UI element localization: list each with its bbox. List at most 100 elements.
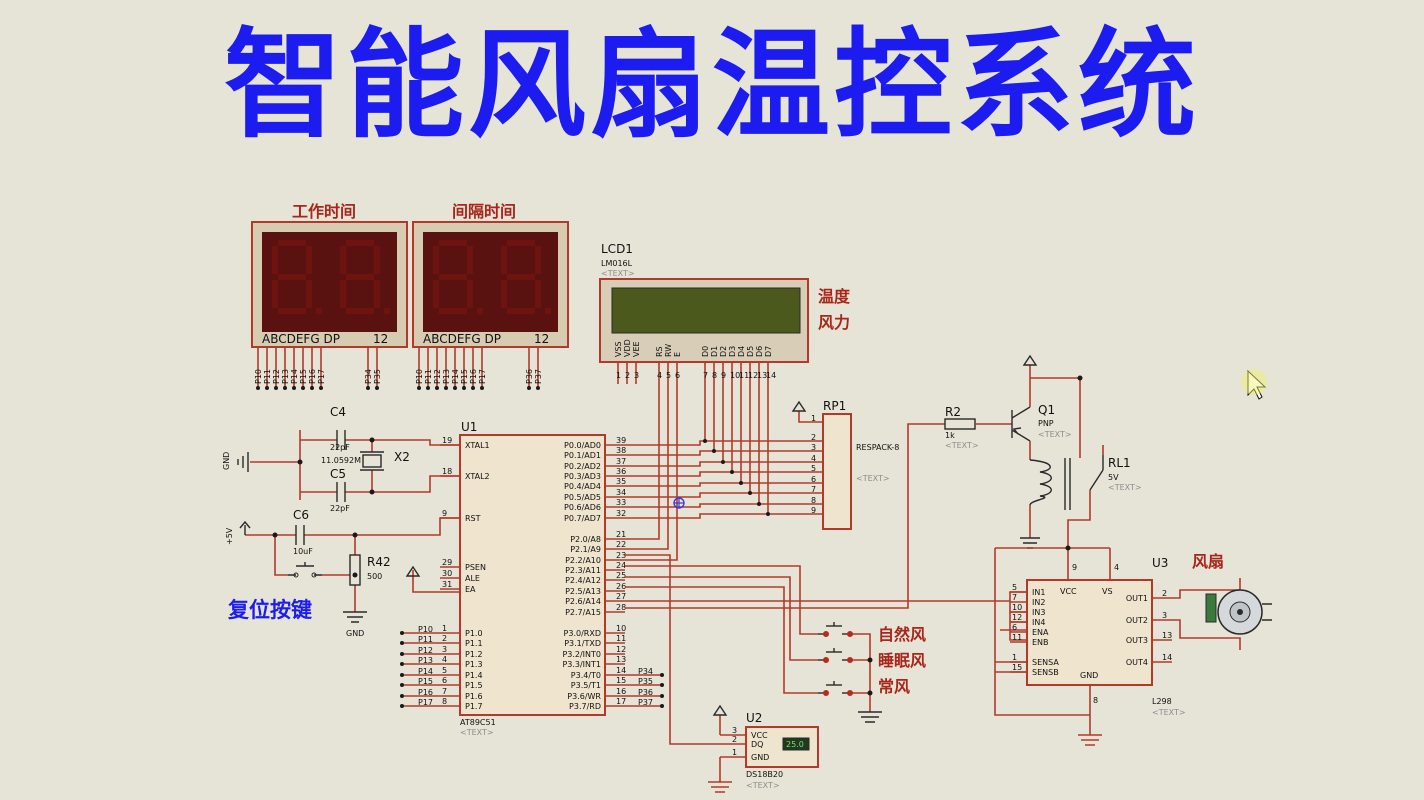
u3-pin-num: 10 xyxy=(1012,603,1022,612)
segment xyxy=(433,280,439,308)
u1-pin-name: RST xyxy=(465,514,481,523)
lcd-ref: LCD1 xyxy=(601,242,633,256)
u1-pin-num: 29 xyxy=(442,558,452,567)
segment xyxy=(306,246,312,274)
u1-pin-name: XTAL2 xyxy=(465,472,490,481)
u2-pin-name: DQ xyxy=(751,740,763,749)
segment xyxy=(374,280,380,308)
u3-pin-num: 4 xyxy=(1114,563,1119,572)
u1-pin-num: 8 xyxy=(442,697,447,706)
lcd-pin-name: D6 xyxy=(755,346,764,357)
rp1-pin-num: 3 xyxy=(811,443,816,452)
label-work-time: 工作时间 xyxy=(292,202,356,221)
segment xyxy=(501,280,507,308)
segment xyxy=(374,246,380,274)
p3-net-label: P36 xyxy=(638,688,653,697)
rp1-power-arrow xyxy=(791,400,807,412)
u2-pin-num: 3 xyxy=(732,726,737,735)
u3-pin-name: OUT1 xyxy=(1126,594,1148,603)
segment xyxy=(346,240,374,246)
mcu-at89c51 xyxy=(459,434,606,716)
ea-power-arrow xyxy=(405,565,421,577)
u1-pin-num: 5 xyxy=(442,666,447,675)
page-title: 智能风扇温控系统 xyxy=(223,16,1200,154)
segment xyxy=(272,280,278,308)
display-pin-names-work: ABCDEFG DP xyxy=(262,332,340,346)
u2-pin-num: 2 xyxy=(732,735,737,744)
junction xyxy=(703,439,707,443)
display-pin-label: P16 xyxy=(308,369,317,384)
u3-in-wires xyxy=(625,591,1027,613)
pin-terminal xyxy=(310,386,314,390)
u1-pin-num: 15 xyxy=(616,676,626,685)
p1-net-label: P14 xyxy=(418,667,433,676)
display-pin-label: P34 xyxy=(364,369,373,384)
pin-terminal xyxy=(435,386,439,390)
button-contact xyxy=(823,690,829,696)
u1-pin-name: P3.0/RXD xyxy=(564,629,601,638)
u1-pin-num: 31 xyxy=(442,580,452,589)
u3-wiring xyxy=(994,545,1111,746)
r42-value: 500 xyxy=(367,572,382,581)
lcd-module xyxy=(599,278,809,363)
pin-terminal xyxy=(480,386,484,390)
junction xyxy=(766,512,770,516)
label-fan: 风扇 xyxy=(1192,552,1224,571)
decimal-point xyxy=(545,308,551,314)
display-pin-label: P16 xyxy=(469,369,478,384)
u1-pin-num: 13 xyxy=(616,655,626,664)
gnd-label-reset: GND xyxy=(346,629,364,638)
display-pin-label: P13 xyxy=(281,369,290,384)
segment xyxy=(278,308,306,314)
probe-crosshair-icon xyxy=(673,497,685,509)
display-pin-label: P14 xyxy=(290,369,299,384)
display-pin-label: P14 xyxy=(451,369,460,384)
label-wind-power: 风力 xyxy=(818,313,850,332)
display-pin-label: P15 xyxy=(299,369,308,384)
junction xyxy=(757,502,761,506)
rl1-value: 5V xyxy=(1108,473,1119,482)
lcd-pin-num: 8 xyxy=(712,371,717,380)
net-terminal xyxy=(660,704,664,708)
x2-ref: X2 xyxy=(394,450,410,464)
p0-bus-wire xyxy=(625,440,823,446)
u1-pin-name: P2.3/A11 xyxy=(565,566,601,575)
u1-pin-num: 28 xyxy=(616,603,626,612)
p0-bus-wire xyxy=(625,471,823,477)
junction xyxy=(712,449,716,453)
segment xyxy=(507,308,535,314)
pin-terminal xyxy=(444,386,448,390)
pin-terminal xyxy=(417,386,421,390)
u3-pin-num: 13 xyxy=(1162,631,1172,640)
lcd-pin-num: 12 xyxy=(748,371,758,380)
rp1-pin-num: 4 xyxy=(811,454,816,463)
rp1-pin-num: 9 xyxy=(811,506,816,515)
segment xyxy=(346,274,374,280)
u1-pin-num: 22 xyxy=(616,540,626,549)
u1-pin-name: P0.7/AD7 xyxy=(564,514,601,523)
segment xyxy=(272,246,278,274)
p0-bus-wire xyxy=(625,482,823,487)
junction xyxy=(739,481,743,485)
net-terminal xyxy=(660,683,664,687)
u1-pin-num: 4 xyxy=(442,655,447,664)
label-temperature: 温度 xyxy=(817,287,851,306)
x2-value: 11.0592M xyxy=(321,456,361,465)
pin-terminal xyxy=(301,386,305,390)
lcd-pin-num: 5 xyxy=(666,371,671,380)
rp1-pin-num: 6 xyxy=(811,475,816,484)
u1-pin-num: 30 xyxy=(442,569,452,578)
u3-sense-wires xyxy=(995,661,1027,673)
u3-text-tag: <TEXT> xyxy=(1152,708,1186,717)
u1-pin-name: P1.4 xyxy=(465,671,483,680)
lcd-pin-num: 2 xyxy=(625,371,630,380)
cursor-icon xyxy=(1247,369,1267,400)
u1-pin-num: 11 xyxy=(616,634,626,643)
segment xyxy=(346,308,374,314)
u1-pin-name: P2.2/A10 xyxy=(565,556,601,565)
lcd-model: LM016L xyxy=(601,259,633,268)
display-pin-label: P11 xyxy=(263,369,272,384)
